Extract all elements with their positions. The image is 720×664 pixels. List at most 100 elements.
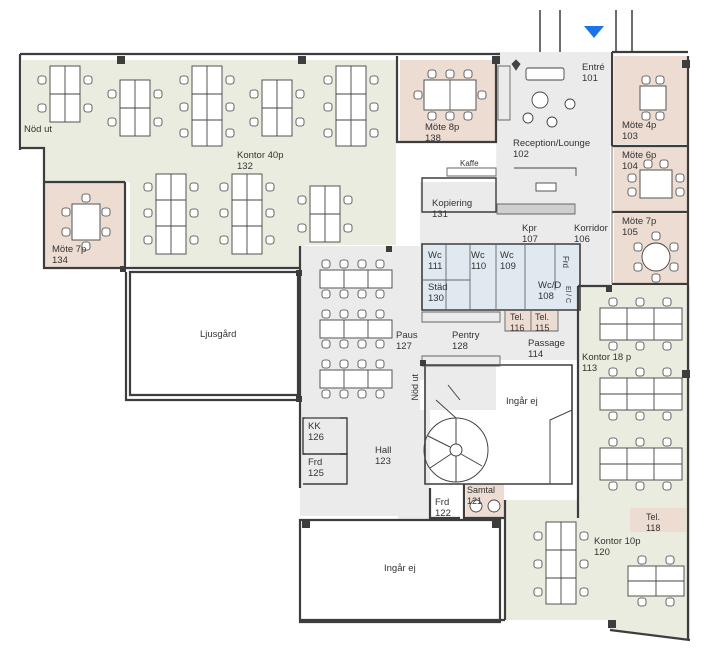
room-number: 131 bbox=[432, 209, 448, 220]
room-hall[interactable] bbox=[300, 410, 430, 520]
room-tel-118[interactable] bbox=[630, 508, 686, 532]
room-number: 107 bbox=[522, 234, 538, 245]
room-number: 130 bbox=[428, 293, 444, 304]
label-tel-115: Tel.115 bbox=[535, 312, 549, 334]
room-name: Möte 7p bbox=[52, 244, 87, 255]
room-number: 115 bbox=[535, 323, 550, 333]
room-number: 105 bbox=[622, 227, 638, 238]
room-name: Kontor 18 p bbox=[582, 352, 632, 363]
label-kaffe: Kaffe bbox=[460, 159, 479, 168]
room-number: 106 bbox=[574, 234, 590, 245]
room-name: Passage bbox=[528, 338, 565, 349]
room-name: Wc/D bbox=[538, 280, 562, 291]
desks-kontor-10p bbox=[545, 521, 685, 605]
walls bbox=[18, 10, 691, 642]
table-mote-7p-105 bbox=[633, 231, 679, 283]
table-mote-6p bbox=[627, 159, 685, 199]
table-mote-4p bbox=[639, 75, 667, 121]
room-name: Pentry bbox=[452, 330, 480, 341]
desks-kontor-40p bbox=[49, 65, 367, 255]
room-number: 125 bbox=[308, 468, 324, 479]
room-number: 113 bbox=[582, 363, 598, 374]
room-name: Frd bbox=[435, 497, 450, 508]
room-name: Tel. bbox=[646, 512, 661, 522]
room-name: Entré bbox=[582, 62, 605, 73]
room-number: 104 bbox=[622, 161, 638, 172]
room-name: Korridor bbox=[574, 223, 608, 234]
room-name: Städ bbox=[428, 282, 448, 293]
room-name: KK bbox=[308, 421, 321, 432]
thin-lines bbox=[305, 65, 613, 455]
room-tel-115[interactable] bbox=[532, 311, 558, 331]
room-name: Kopiering bbox=[432, 198, 473, 209]
room-number: 134 bbox=[52, 255, 68, 266]
room-name: Kontor 10p bbox=[594, 536, 641, 547]
room-number: 128 bbox=[452, 341, 468, 352]
room-name: Wc bbox=[500, 250, 514, 261]
room-number: 127 bbox=[396, 341, 412, 352]
samtal-chairs bbox=[469, 499, 501, 513]
label-ingar-ej-stair: Ingår ej bbox=[506, 396, 538, 407]
label-nod-ut-left: Nöd ut bbox=[24, 124, 52, 135]
room-name: Möte 6p bbox=[622, 150, 657, 161]
room-number: 122 bbox=[435, 508, 451, 519]
label-ljusgard: Ljusgård bbox=[200, 329, 237, 340]
room-number: 132 bbox=[237, 161, 253, 172]
room-name: Tel. bbox=[510, 312, 525, 322]
desks-kontor-18p bbox=[599, 307, 683, 481]
room-number: 102 bbox=[513, 149, 529, 160]
room-number: 101 bbox=[582, 73, 598, 84]
table-mote-8p bbox=[413, 69, 487, 121]
paus-tables bbox=[319, 269, 393, 389]
room-number: 116 bbox=[510, 323, 525, 333]
label-ingar-ej-bottom: Ingår ej bbox=[384, 563, 416, 574]
room-number: 123 bbox=[375, 456, 391, 467]
room-number: 126 bbox=[308, 432, 324, 443]
columns bbox=[117, 56, 690, 628]
reception-furniture bbox=[511, 59, 577, 192]
label-frd-small: Frd bbox=[561, 256, 570, 268]
room-name: Möte 7p bbox=[622, 216, 657, 227]
room-kontor-40p[interactable] bbox=[22, 60, 396, 268]
table-mote-7p-134 bbox=[61, 193, 111, 251]
room-name: Samtal bbox=[467, 485, 496, 495]
label-nod-ut-mid: Nöd ut bbox=[410, 374, 420, 401]
room-number: 120 bbox=[594, 547, 610, 558]
room-name: Wc bbox=[471, 250, 485, 261]
triangle-down-icon bbox=[584, 26, 604, 38]
room-name: Reception/Lounge bbox=[513, 138, 591, 149]
room-name: Wc bbox=[428, 250, 442, 261]
room-tel-116[interactable] bbox=[505, 311, 531, 331]
room-number: 118 bbox=[646, 523, 661, 533]
room-name: Frd bbox=[308, 457, 323, 468]
room-name: Möte 4p bbox=[622, 120, 657, 131]
room-service-zone bbox=[422, 244, 580, 310]
spiral-stair bbox=[423, 384, 573, 485]
room-number: 110 bbox=[471, 261, 487, 272]
room-name: Paus bbox=[396, 330, 418, 341]
room-name: Tel. bbox=[535, 312, 550, 322]
